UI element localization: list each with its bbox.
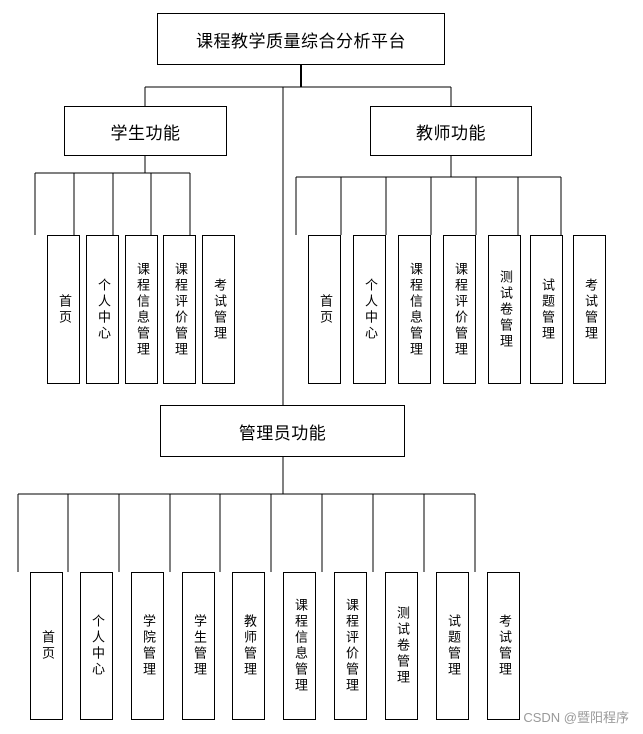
admin-leaf-1: 首页 [30,572,63,720]
student-node: 学生功能 [64,106,227,156]
student-leaf-5: 考试管理 [202,235,235,384]
admin-leaf-5: 教师管理 [232,572,265,720]
teacher-leaf-6: 试题管理 [530,235,563,384]
teacher-leaf-5: 测试卷管理 [488,235,521,384]
student-leaf-2: 个人中心 [86,235,119,384]
root-node: 课程教学质量综合分析平台 [157,13,445,65]
teacher-leaf-7: 考试管理 [573,235,606,384]
teacher-leaf-4: 课程评价管理 [443,235,476,384]
admin-leaf-9: 试题管理 [436,572,469,720]
admin-leaf-2: 个人中心 [80,572,113,720]
admin-leaf-10: 考试管理 [487,572,520,720]
admin-node: 管理员功能 [160,405,405,457]
admin-leaf-4: 学生管理 [182,572,215,720]
student-leaf-4: 课程评价管理 [163,235,196,384]
admin-leaf-8: 测试卷管理 [385,572,418,720]
admin-leaf-7: 课程评价管理 [334,572,367,720]
student-leaf-3: 课程信息管理 [125,235,158,384]
teacher-leaf-3: 课程信息管理 [398,235,431,384]
watermark-text: CSDN @暨阳程序 [523,710,629,725]
teacher-leaf-1: 首页 [308,235,341,384]
teacher-leaf-2: 个人中心 [353,235,386,384]
admin-leaf-6: 课程信息管理 [283,572,316,720]
teacher-node: 教师功能 [370,106,532,156]
student-leaf-1: 首页 [47,235,80,384]
admin-leaf-3: 学院管理 [131,572,164,720]
